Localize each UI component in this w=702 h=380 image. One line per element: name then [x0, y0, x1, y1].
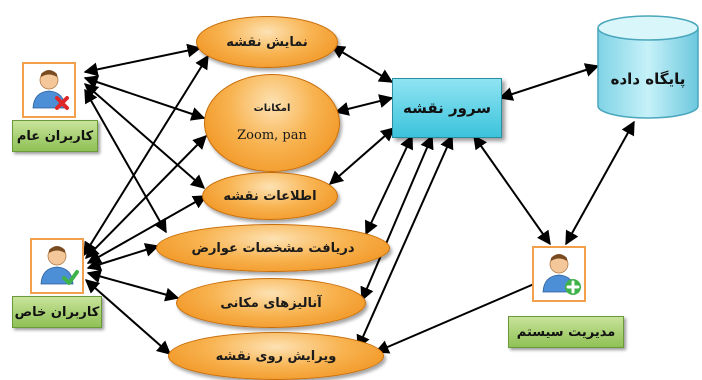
arrow-private-receive [86, 243, 160, 271]
arrow-receive-server [365, 134, 413, 236]
receive-features-node[interactable]: دریافت مشخصات عوارض [156, 224, 390, 272]
private-users-node[interactable]: کاربران خاص [12, 296, 102, 328]
map-display-label: نمایش نقشه [226, 34, 308, 50]
map-display-node[interactable]: نمایش نقشه [196, 16, 338, 68]
features-node[interactable]: امکانات Zoom, pan [204, 74, 340, 172]
arrow-public-receive [84, 88, 167, 234]
features-label: امکانات [253, 103, 291, 114]
receive-features-label: دریافت مشخصات عوارض [191, 240, 355, 256]
user-remove-icon [32, 70, 69, 110]
public-users-avatar[interactable] [22, 62, 76, 118]
map-server-node[interactable]: سرور نقشه [392, 78, 502, 138]
private-users-avatar[interactable] [30, 238, 84, 294]
system-admin-avatar[interactable] [532, 246, 586, 302]
map-info-label: اطلاعات نقشه [223, 188, 317, 204]
arrow-public-display [83, 43, 202, 77]
database-label: پایگاه داده [610, 70, 686, 88]
arrow-server-database [498, 63, 600, 101]
arrow-edit-server [356, 134, 454, 350]
user-check-icon [40, 246, 79, 285]
features-sub-label: Zoom, pan [237, 128, 307, 143]
arrow-public-info [83, 83, 206, 189]
arrow-server-admin [473, 134, 551, 246]
arrow-display-server [330, 45, 394, 83]
arrow-admin-edit [374, 276, 550, 354]
spatial-analysis-node[interactable]: آنالیزهای مکانی [176, 278, 366, 328]
map-edit-label: ویرایش روی نقشه [215, 348, 337, 364]
user-add-icon [542, 254, 581, 295]
public-users-node[interactable]: کاربران عام [12, 120, 98, 152]
map-info-node[interactable]: اطلاعات نقشه [202, 172, 338, 220]
arrow-private-edit [84, 279, 172, 355]
database-cylinder[interactable] [594, 12, 702, 122]
system-admin-node[interactable]: مدیریت سیستم [508, 316, 624, 348]
map-edit-node[interactable]: ویرایش روی نقشه [168, 332, 384, 380]
spatial-analysis-label: آنالیزهای مکانی [220, 295, 322, 311]
arrow-features-server [334, 94, 394, 116]
arrow-database-admin [565, 120, 635, 246]
arrow-info-server [328, 127, 396, 185]
arrow-public-features [83, 75, 206, 121]
arrow-private-display [83, 54, 209, 257]
